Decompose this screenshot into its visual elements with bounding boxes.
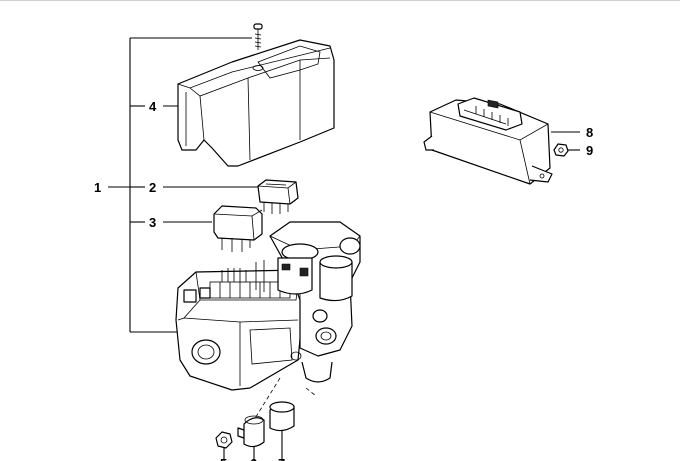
relay-part-2 xyxy=(257,179,299,214)
callout-7: 7 xyxy=(278,456,285,461)
callout-2: 2 xyxy=(149,180,156,195)
callout-6: 6 xyxy=(250,456,257,461)
top-border xyxy=(0,0,680,1)
callout-4: 4 xyxy=(149,99,157,114)
control-module-part-8 xyxy=(423,97,553,185)
cover-part xyxy=(177,23,335,167)
callout-3: 3 xyxy=(149,215,156,230)
projection-lines xyxy=(253,377,317,421)
nut-part-9 xyxy=(553,143,569,157)
small-parts xyxy=(215,401,295,449)
callout-1: 1 xyxy=(94,180,101,195)
hydraulic-unit xyxy=(175,221,361,391)
callout-9: 9 xyxy=(586,143,593,158)
relay-part-3 xyxy=(213,205,263,252)
callout-8: 8 xyxy=(586,125,593,140)
callout-5: 5 xyxy=(220,456,227,461)
